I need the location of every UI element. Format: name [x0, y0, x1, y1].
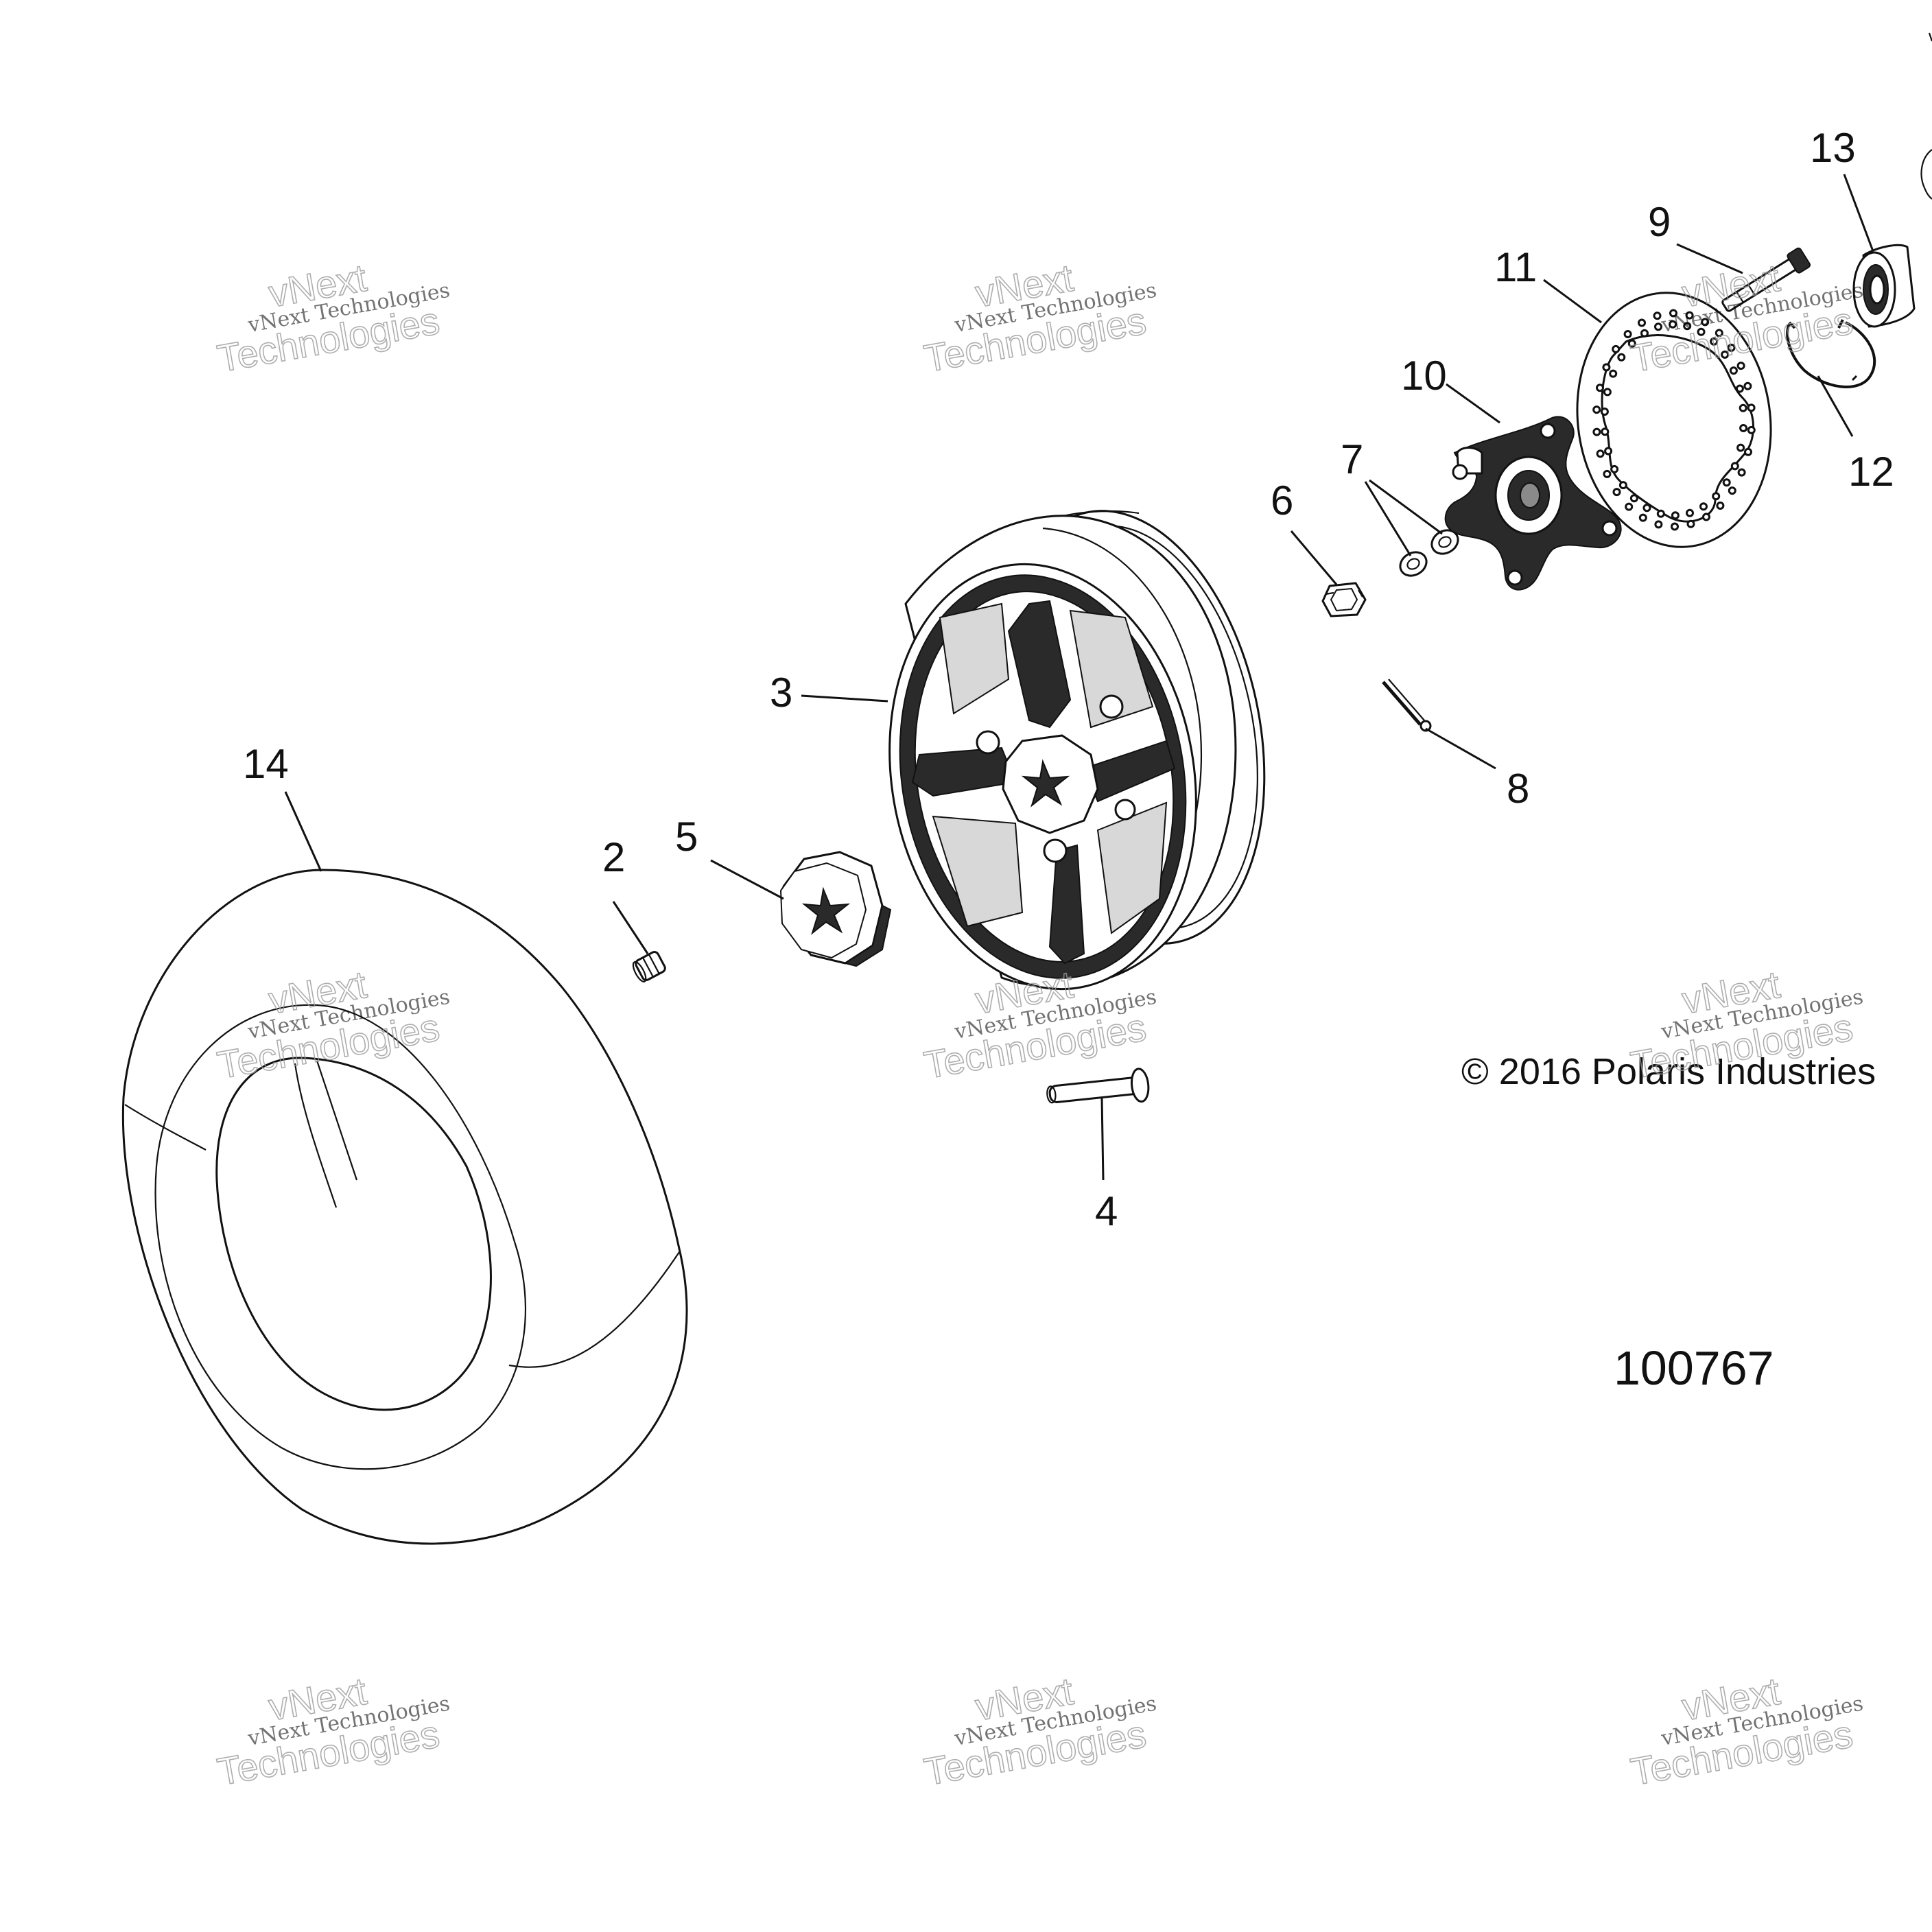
disc-hole: [1602, 363, 1611, 372]
disc-hole: [1701, 318, 1710, 327]
callout-13: 13: [1810, 125, 1856, 171]
callout-12: 12: [1848, 449, 1894, 495]
disc-hole: [1603, 469, 1612, 478]
disc-hole: [1610, 464, 1619, 473]
disc-hole: [1736, 443, 1745, 452]
disc-hole: [1669, 320, 1677, 329]
disc-hole: [1712, 492, 1721, 501]
disc-hole: [1729, 366, 1738, 375]
disc-hole: [1730, 462, 1739, 471]
disc-hole: [1592, 427, 1601, 436]
disc-hole: [1747, 403, 1756, 412]
disc-hole: [1629, 494, 1638, 503]
callout-3: 3: [770, 670, 792, 716]
callout-4: 4: [1095, 1188, 1118, 1234]
disc-hole: [1715, 329, 1723, 338]
callout-6: 6: [1271, 478, 1293, 523]
disc-hole: [1596, 384, 1604, 392]
partial-knuckle-drawing: [1920, 32, 1932, 200]
disc-hole: [1592, 405, 1601, 414]
disc-hole: [1683, 322, 1692, 331]
callout-5: 5: [675, 814, 698, 860]
disc-hole: [1722, 478, 1731, 487]
disc-hole: [1627, 339, 1636, 348]
disc-hole: [1671, 511, 1680, 520]
disc-hole: [1601, 427, 1610, 436]
disc-hole: [1596, 449, 1605, 458]
disc-hole: [1671, 522, 1679, 531]
valve-stem-drawing: [632, 951, 666, 982]
disc-hole: [1743, 381, 1752, 390]
disc-hole: [1654, 520, 1663, 529]
disc-hole: [1653, 311, 1662, 320]
disc-hole: [1617, 353, 1626, 362]
disc-hole: [1654, 322, 1662, 331]
disc-hole: [1721, 350, 1730, 359]
disc-hole: [1737, 468, 1746, 477]
disc-hole: [1600, 408, 1609, 416]
wheel-hub-drawing: [1444, 416, 1622, 591]
disc-hole: [1744, 447, 1752, 456]
disc-hole: [1728, 486, 1736, 495]
leader-lines: [284, 174, 1874, 1181]
disc-hole: [1640, 329, 1649, 338]
disc-hole: [1603, 388, 1612, 397]
figure-number: 100767: [1614, 1341, 1774, 1395]
wheel-rim-drawing: [888, 510, 1266, 991]
disc-hole: [1686, 508, 1694, 517]
disc-hole: [1638, 513, 1647, 522]
wheel-bearing-drawing: [1852, 244, 1916, 328]
disc-hole: [1710, 337, 1719, 346]
callout-7: 7: [1341, 436, 1363, 482]
castle-nut-drawing: [1321, 582, 1367, 617]
washers-drawing: [1399, 529, 1459, 577]
disc-hole: [1727, 343, 1736, 352]
disc-hole: [1638, 318, 1646, 327]
retaining-ring-drawing: [1786, 319, 1876, 388]
disc-hole: [1699, 502, 1708, 511]
callout-9: 9: [1648, 199, 1671, 245]
cotter-pin-drawing: [1382, 679, 1432, 732]
disc-hole: [1736, 362, 1745, 370]
disc-hole: [1702, 513, 1710, 521]
tire-drawing: [121, 869, 688, 1545]
disc-hole: [1739, 403, 1747, 412]
callout-labels: 2 3 4 5 6 7 8 9 10 11 12 13 14: [243, 125, 1894, 1234]
disc-hole: [1669, 309, 1677, 318]
lug-bolt-drawing: [1046, 1068, 1150, 1104]
disc-hole: [1747, 425, 1756, 434]
brake-disc-bolt-drawing: [1721, 247, 1811, 312]
callout-14: 14: [243, 741, 289, 787]
disc-hole: [1686, 519, 1695, 528]
callout-2: 2: [602, 834, 625, 880]
disc-hole: [1604, 447, 1613, 456]
callout-10: 10: [1401, 353, 1447, 399]
disc-hole: [1612, 344, 1621, 353]
disc-hole: [1612, 488, 1621, 497]
callout-11: 11: [1494, 244, 1537, 290]
disc-hole: [1642, 504, 1651, 513]
disc-hole: [1623, 330, 1632, 338]
disc-hole: [1697, 327, 1706, 336]
disc-hole: [1656, 509, 1665, 518]
disc-hole: [1735, 384, 1744, 393]
center-cap-drawing: [779, 851, 892, 967]
disc-hole: [1609, 369, 1618, 378]
disc-hole: [1685, 311, 1694, 320]
callout-8: 8: [1507, 766, 1529, 812]
brake-disc-drawing: [1576, 292, 1772, 548]
copyright-notice: © 2016 Polaris Industries: [1461, 1051, 1876, 1092]
disc-hole: [1618, 481, 1627, 490]
disc-hole: [1625, 502, 1634, 511]
disc-hole: [1739, 424, 1748, 432]
disc-hole: [1716, 502, 1725, 510]
